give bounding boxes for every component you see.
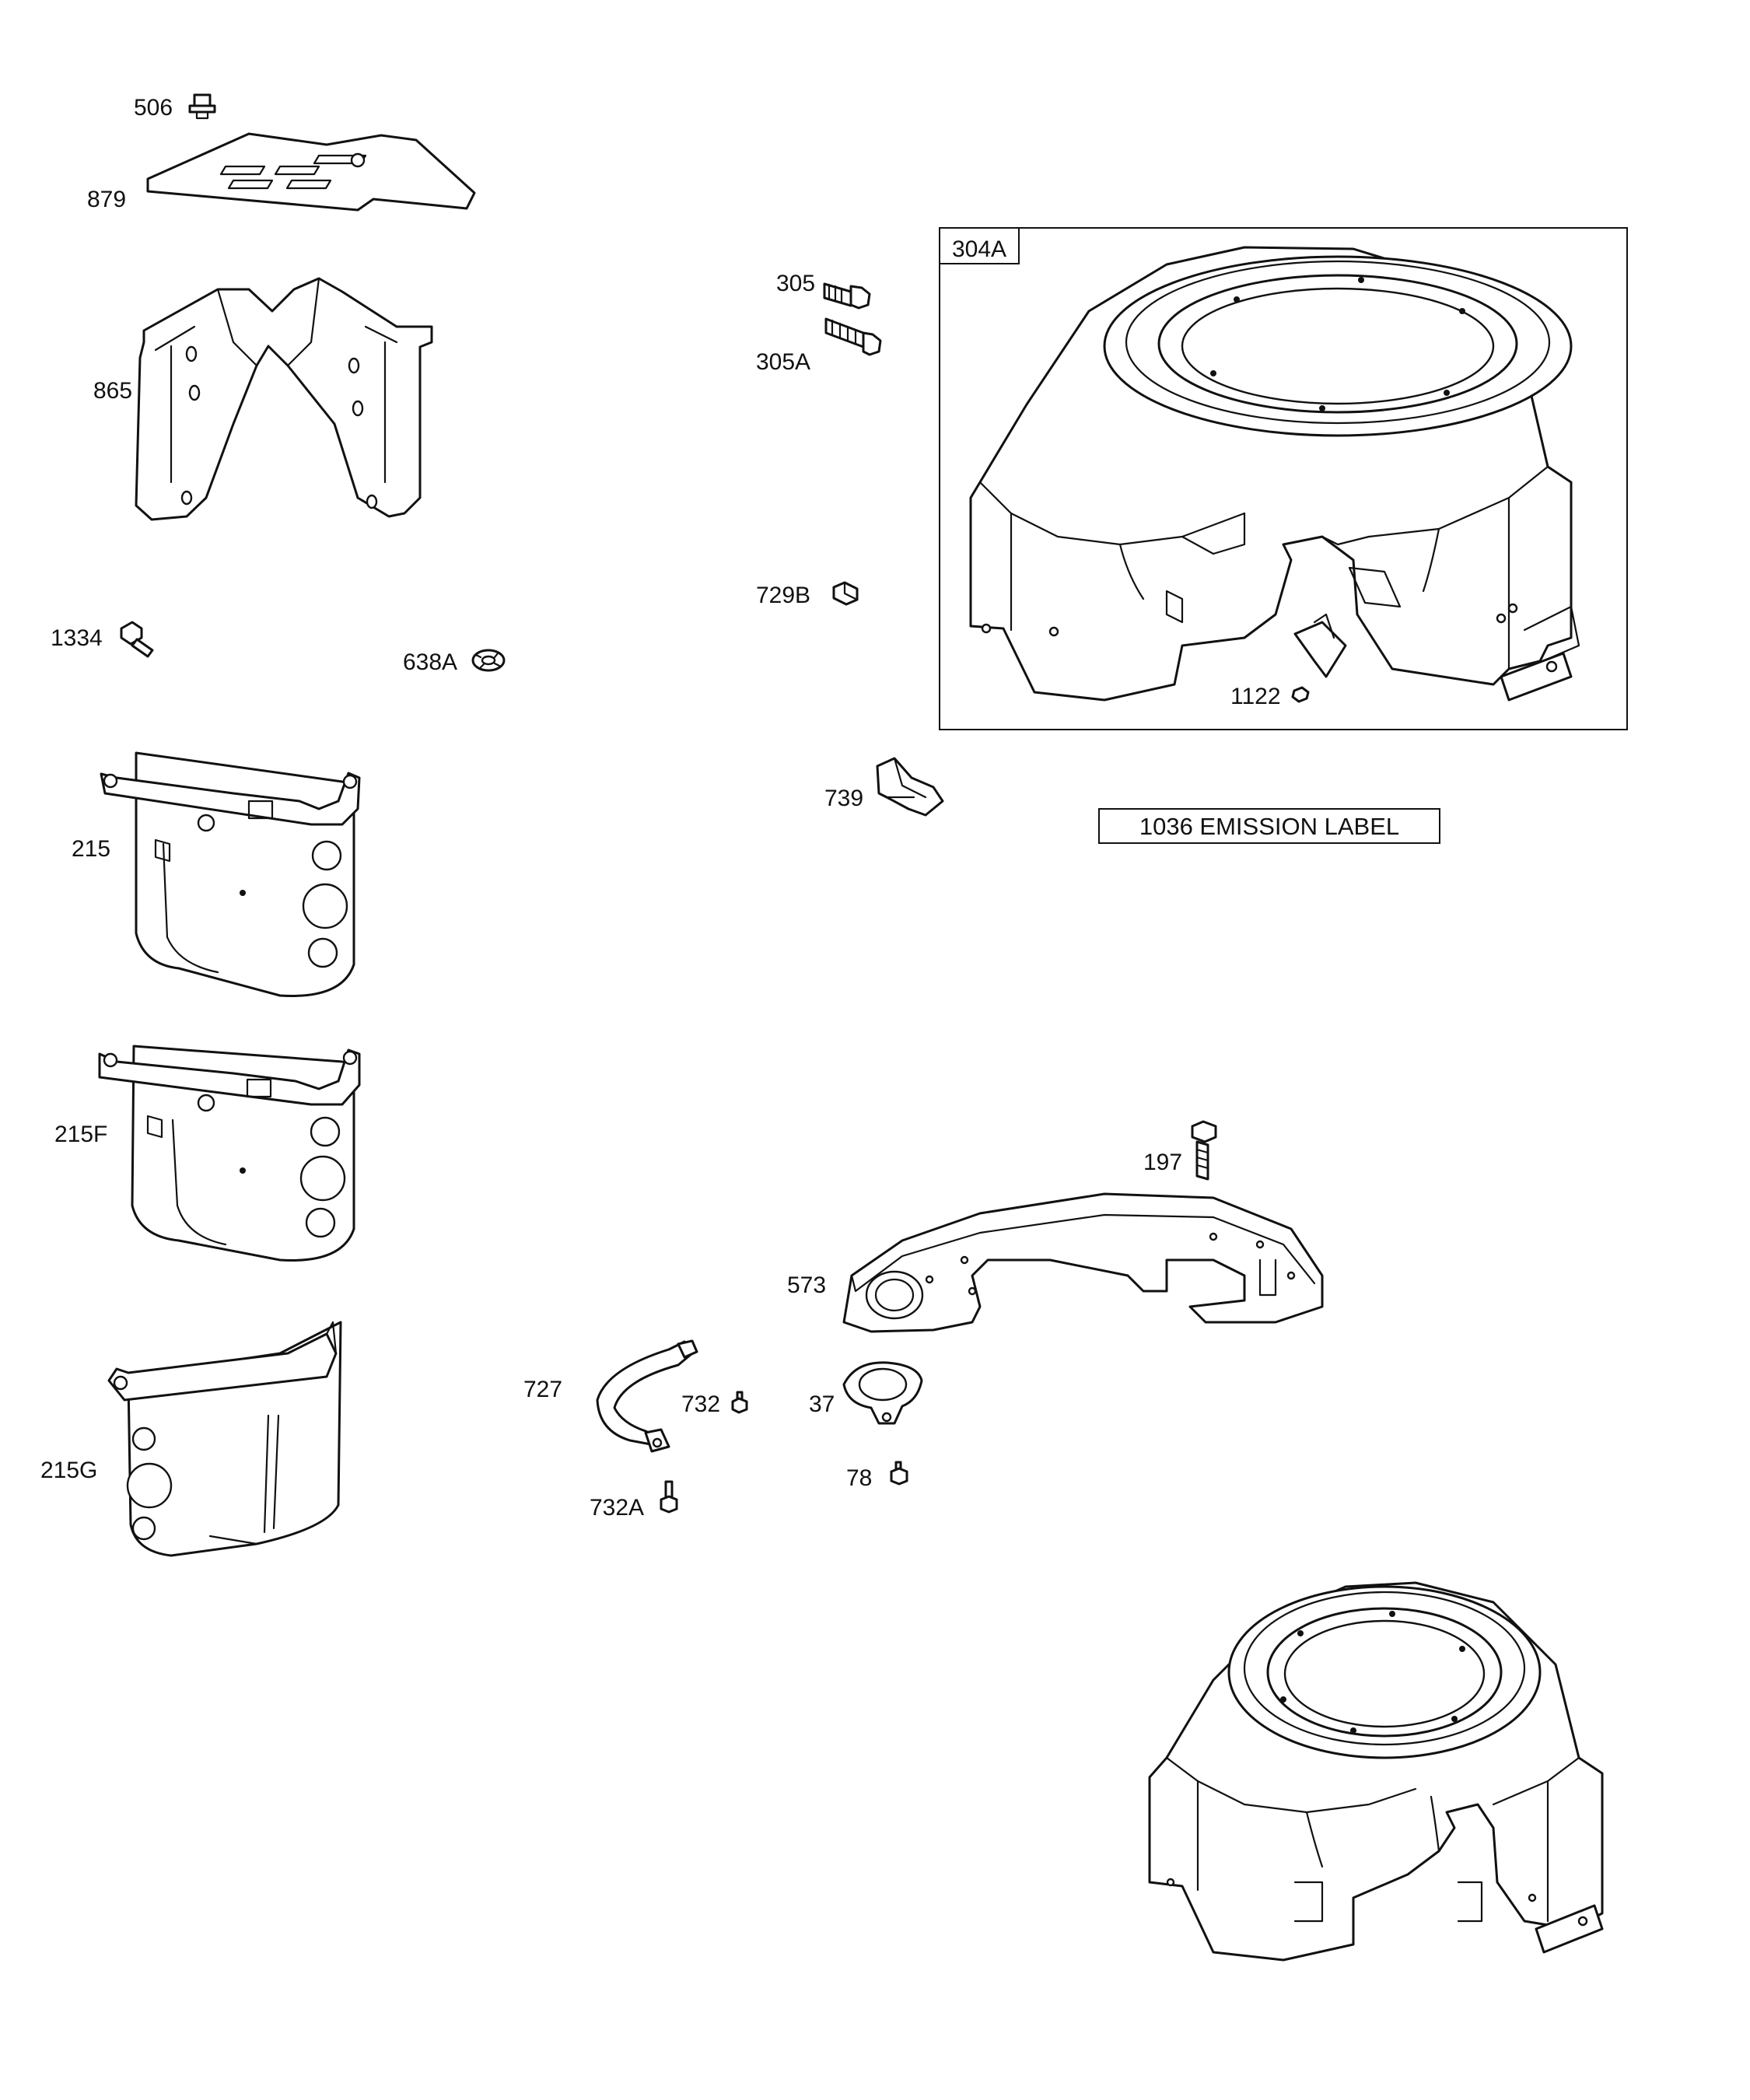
- part-215F-shield: [98, 1045, 361, 1262]
- part-blower-housing-alt: [1148, 1581, 1604, 1962]
- callout-215F: 215F: [54, 1122, 107, 1147]
- callout-1122: 1122: [1230, 684, 1281, 709]
- callout-197: 197: [1143, 1150, 1182, 1175]
- callout-506: 506: [134, 95, 173, 121]
- part-739-clip: [876, 757, 944, 817]
- part-729B-clip: [832, 581, 859, 606]
- part-1334-screw: [120, 621, 154, 658]
- part-732-screw: [731, 1391, 748, 1414]
- callout-215G: 215G: [40, 1458, 97, 1483]
- part-1122-screw: [1291, 686, 1310, 703]
- part-304A-blower-housing: [969, 246, 1580, 702]
- part-215-shield: [100, 751, 361, 997]
- part-506-screw: [188, 93, 216, 120]
- callout-727: 727: [523, 1377, 562, 1402]
- callout-739: 739: [824, 786, 863, 811]
- emission-label-box: [1098, 808, 1440, 844]
- emission-label-text: 1036 EMISSION LABEL: [1139, 813, 1399, 840]
- callout-1334: 1334: [51, 625, 103, 651]
- part-573-baffle: [842, 1192, 1324, 1333]
- assembly-304A-frame: [939, 227, 1628, 730]
- callout-638A: 638A: [403, 649, 457, 675]
- part-727-strap: [596, 1339, 698, 1453]
- callout-729B: 729B: [756, 583, 810, 608]
- assembly-304A-tag: [939, 227, 1020, 264]
- callout-304A: 304A: [952, 236, 1006, 262]
- part-305A-bolt: [824, 317, 882, 356]
- part-879-plate: [146, 132, 476, 212]
- callout-215: 215: [72, 836, 110, 862]
- callout-732A: 732A: [590, 1495, 644, 1521]
- part-305-bolt: [823, 282, 871, 310]
- callout-573: 573: [787, 1272, 826, 1298]
- part-197-bolt: [1191, 1120, 1217, 1181]
- callout-37: 37: [809, 1391, 835, 1417]
- part-37-gasket: [842, 1361, 923, 1425]
- callout-78: 78: [846, 1465, 872, 1491]
- callout-305: 305: [776, 271, 815, 296]
- callout-865: 865: [93, 378, 132, 404]
- part-215G-shield: [107, 1321, 342, 1557]
- part-78-nut: [890, 1461, 908, 1486]
- part-732A-screw: [660, 1480, 678, 1514]
- callout-732: 732: [681, 1391, 720, 1417]
- callout-305A: 305A: [756, 349, 810, 375]
- part-865-bracket: [135, 277, 433, 521]
- callout-879: 879: [87, 187, 126, 212]
- part-638A-washer: [471, 649, 506, 672]
